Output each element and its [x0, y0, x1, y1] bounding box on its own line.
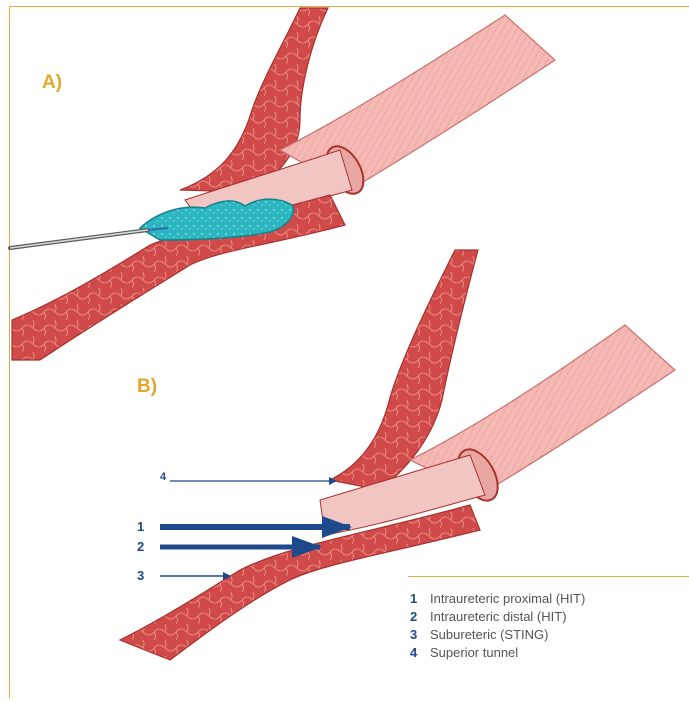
- legend-text: Superior tunnel: [430, 645, 518, 660]
- legend-key: 2: [410, 608, 430, 626]
- panel-a-illustration: [10, 8, 555, 360]
- panel-b-illustration: [120, 250, 675, 660]
- legend-key: 4: [410, 644, 430, 662]
- panel-b-label: B): [137, 376, 157, 398]
- legend-key: 1: [410, 590, 430, 608]
- arrow-number-1: 1: [137, 519, 144, 534]
- legend-text: Intraureteric proximal (HIT): [430, 591, 585, 606]
- legend-key: 3: [410, 626, 430, 644]
- legend-text: Intraureteric distal (HIT): [430, 609, 567, 624]
- needle-icon: [10, 228, 168, 248]
- legend-text: Subureteric (STING): [430, 627, 548, 642]
- arrow-number-4: 4: [160, 471, 166, 483]
- arrow-number-3: 3: [137, 568, 144, 583]
- legend-rule: [408, 576, 689, 577]
- panel-a-label: A): [42, 72, 62, 94]
- arrow-number-2: 2: [137, 539, 144, 554]
